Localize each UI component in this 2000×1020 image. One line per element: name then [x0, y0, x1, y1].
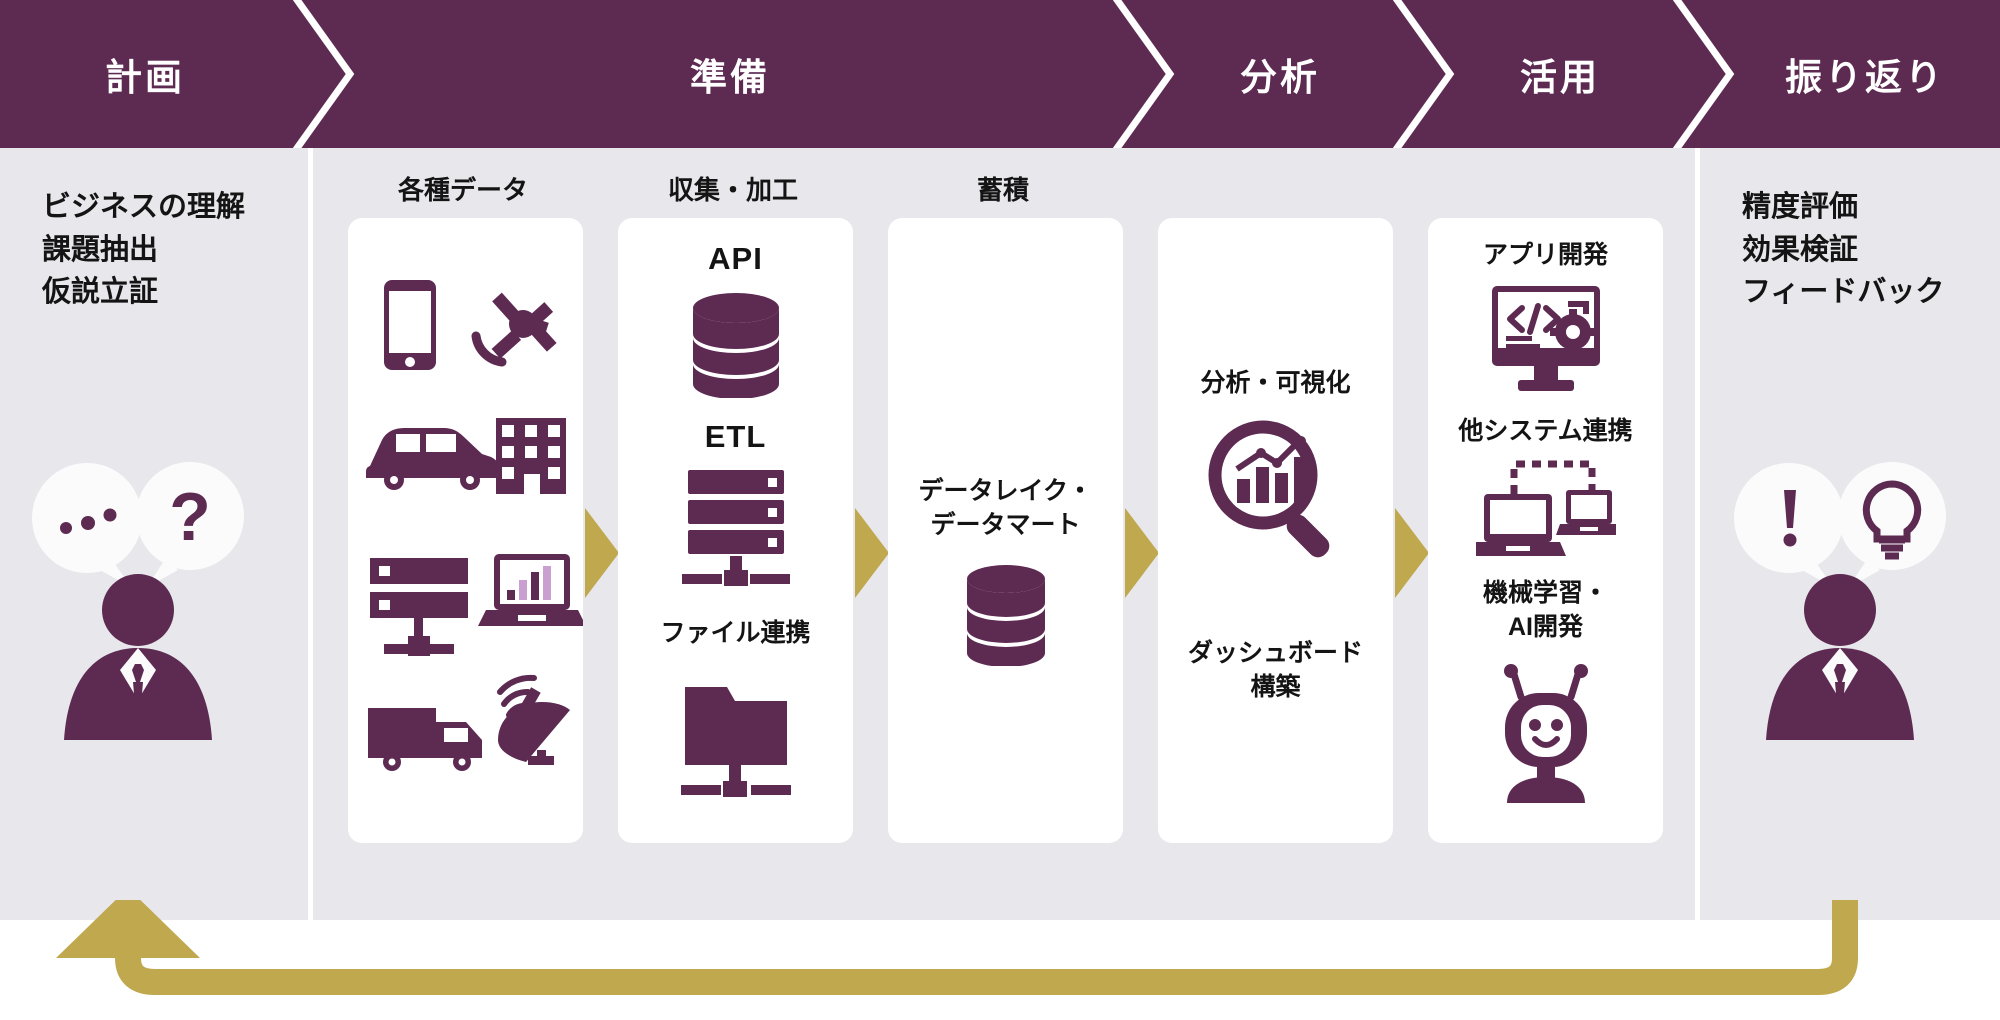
- satellite-dish-icon: [497, 674, 570, 765]
- heading-collect-process: 収集・加工: [667, 175, 798, 205]
- diagram-body: ビジネスの理解 課題抽出 仮説立証: [0, 148, 2000, 920]
- label-analysis-visualization: 分析・可視化: [1200, 369, 1351, 397]
- label-datamart: データマート: [930, 511, 1081, 539]
- businessman-icon: [64, 574, 212, 740]
- label-other-system: 他システム連携: [1458, 417, 1633, 445]
- truck-icon: [368, 708, 482, 771]
- heading-accumulate: 蓄積: [976, 175, 1029, 205]
- label-ml-2: AI開発: [1507, 613, 1583, 641]
- card-accumulate: データレイク・ データマート: [888, 218, 1123, 843]
- label-app-dev: アプリ開発: [1482, 241, 1608, 269]
- magnifier-chart-icon: [1158, 413, 1393, 563]
- planning-line-1: ビジネスの理解: [42, 191, 246, 223]
- review-line-2: 効果検証: [1742, 233, 1859, 266]
- label-dashboard-1: ダッシュボード: [1187, 639, 1363, 667]
- lightbulb-bubble: [1838, 462, 1946, 588]
- label-file-link: ファイル連携: [660, 619, 811, 647]
- label-dashboard-2: 構築: [1250, 673, 1301, 701]
- label-api: API: [708, 241, 763, 276]
- dots-bubble: [32, 463, 142, 588]
- card-analysis: 分析・可視化: [1158, 218, 1393, 843]
- code-monitor-icon: [1428, 280, 1663, 400]
- gold-chevron-3: [1125, 508, 1163, 603]
- smartphone-icon: [384, 280, 436, 370]
- car-icon: [366, 428, 500, 490]
- card-various-data: [348, 218, 583, 843]
- database-cylinder-icon: [618, 288, 853, 398]
- review-person-group: [1722, 348, 1972, 748]
- planning-text-block: ビジネスの理解 課題抽出 仮説立証: [42, 186, 245, 314]
- building-icon: [496, 418, 566, 494]
- server-rack-icon: [370, 558, 468, 656]
- planning-line-2: 課題抽出: [42, 233, 159, 266]
- various-data-icon-grid: [348, 258, 583, 818]
- review-text-block: 精度評価 効果検証 フィードバック: [1742, 186, 1944, 314]
- panel-preparation-analysis-utilization: 各種データ 収集・加工 蓄積: [313, 148, 1695, 920]
- satellite-icon: [471, 292, 557, 367]
- card-utilization: アプリ開発: [1428, 218, 1663, 843]
- question-bubble: ?: [136, 462, 244, 588]
- phase-header-band: 計画 準備 分析 活用 振り返り: [0, 0, 2000, 148]
- planning-person-group: ?: [20, 348, 270, 748]
- review-line-3: フィードバック: [1742, 276, 1945, 309]
- label-ml-1: 機械学習・: [1482, 579, 1608, 607]
- laptops-link-icon: [1428, 454, 1663, 564]
- review-line-1: 精度評価: [1742, 191, 1859, 223]
- gold-chevron-4: [1395, 508, 1433, 603]
- robot-icon: [1428, 658, 1663, 808]
- server-stack-icon: [618, 468, 853, 588]
- panel-review: 精度評価 効果検証 フィードバック: [1700, 148, 2000, 920]
- label-datalake: データレイク・: [918, 477, 1093, 505]
- gold-chevron-1: [585, 508, 623, 603]
- heading-various-data: 各種データ: [397, 175, 528, 205]
- gold-chevron-2: [855, 508, 893, 603]
- card-collect-process: API ETL: [618, 218, 853, 843]
- planning-line-3: 仮説立証: [42, 276, 159, 309]
- database-stack-icon: [888, 558, 1123, 668]
- svg-text:?: ?: [169, 479, 211, 555]
- exclamation-bubble: [1734, 463, 1844, 588]
- feedback-loop-arrow: [0, 900, 2000, 1020]
- panel-planning: ビジネスの理解 課題抽出 仮説立証: [0, 148, 308, 920]
- label-etl: ETL: [704, 419, 767, 454]
- businessman-icon: [1766, 574, 1914, 740]
- laptop-chart-icon: [478, 554, 583, 626]
- folder-network-icon: [618, 668, 853, 808]
